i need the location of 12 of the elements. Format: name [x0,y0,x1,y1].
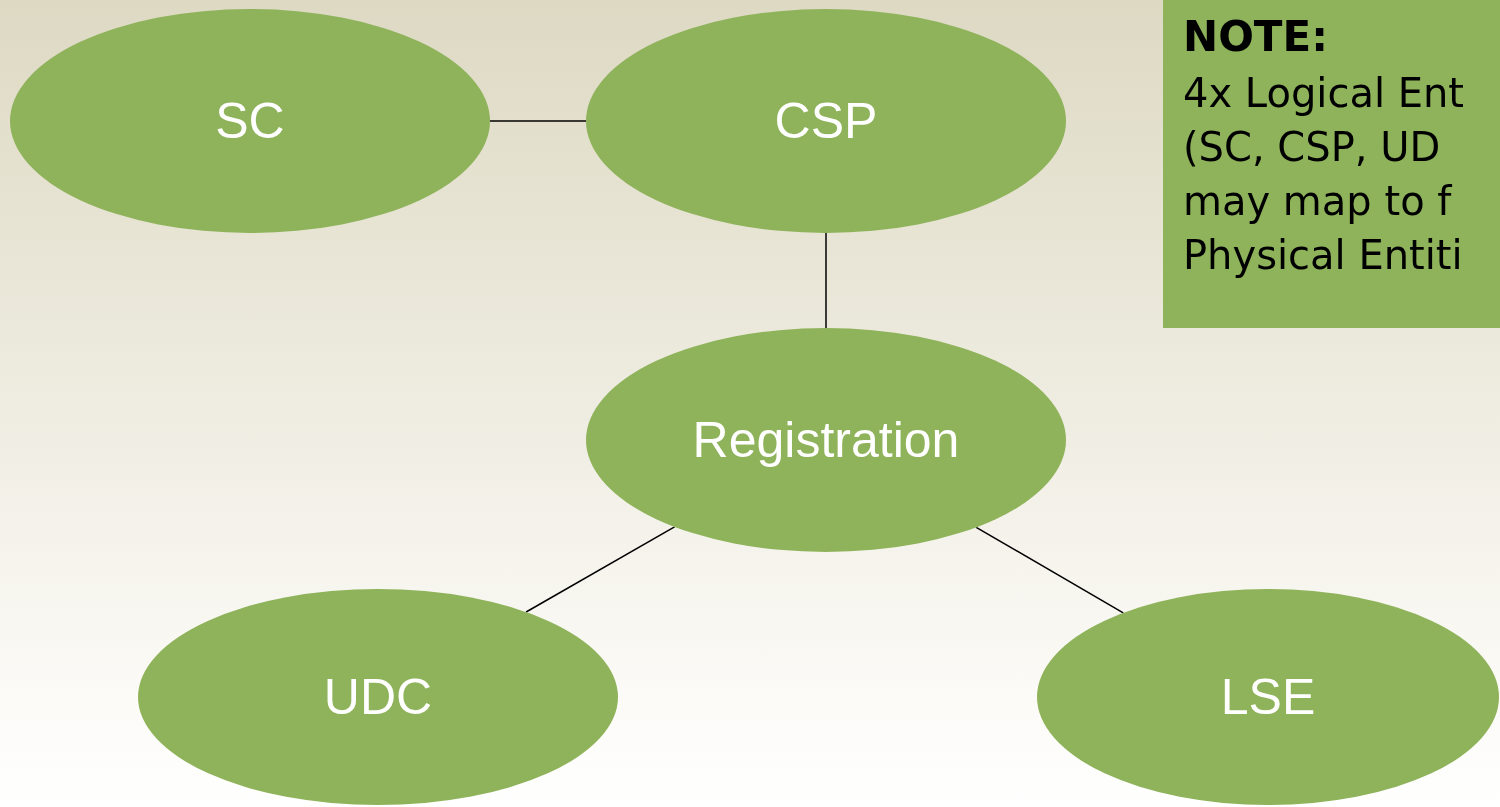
connector-line [825,232,827,329]
entity-ellipse: UDC [138,589,618,805]
note-text: 4x Logical Ent (SC, CSP, UD may map to f Physical Entiti [1183,69,1466,280]
note-box [1163,0,1500,328]
connector-line [489,120,587,122]
entity-ellipse: Registration [586,328,1066,552]
connector-line [525,526,676,613]
entity-ellipse: SC [10,9,490,233]
connector-line [975,526,1124,614]
entity-ellipse: LSE [1037,589,1499,805]
note-heading: NOTE: [1183,11,1329,63]
entity-ellipse: CSP [586,9,1066,233]
